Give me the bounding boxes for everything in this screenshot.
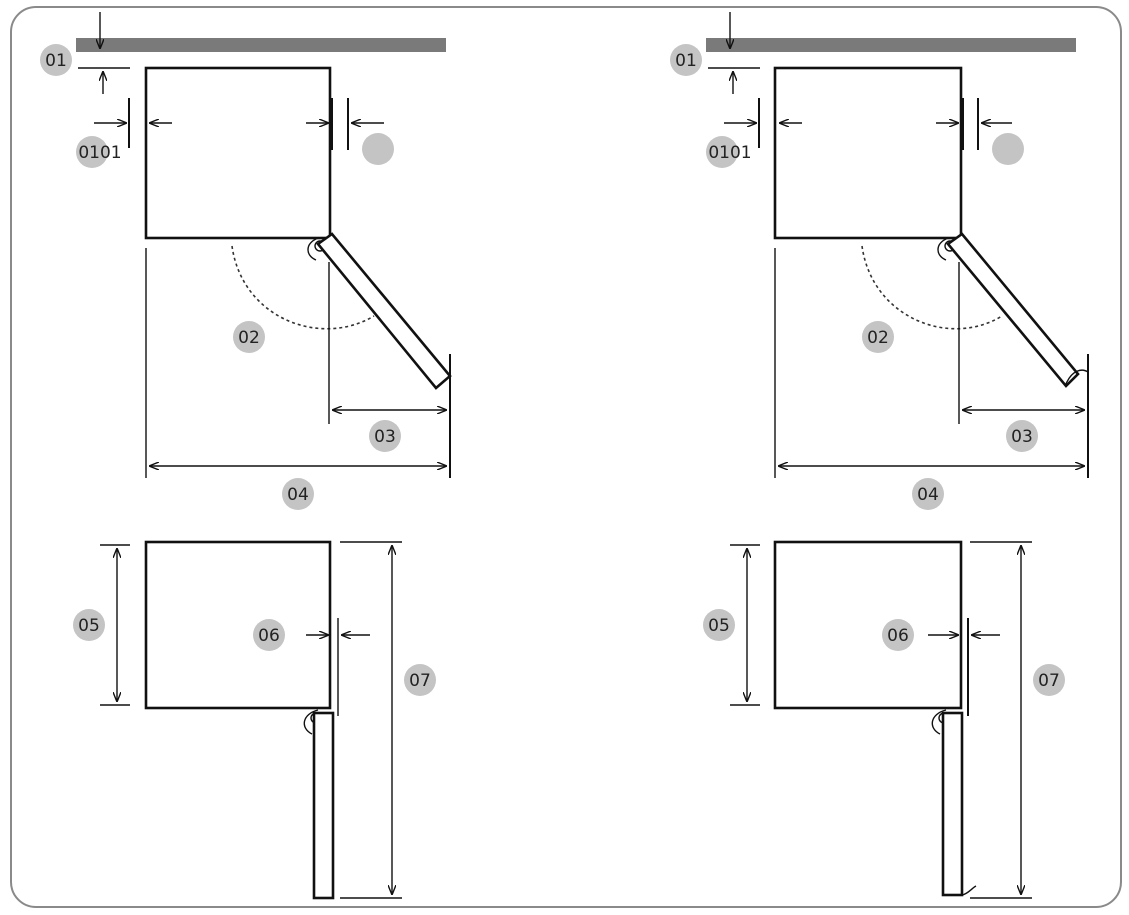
label-wall-gap: 01 — [675, 51, 697, 71]
wall-bar — [76, 38, 446, 52]
badge-side-gap-right — [362, 133, 394, 165]
label-door-angle: 02 — [867, 328, 889, 348]
label-door-swing: 03 — [374, 427, 396, 447]
label-total-depth: 07 — [409, 671, 431, 691]
right-installation-view: 01 0101 02 03 04 — [670, 12, 1089, 899]
label-door-angle: 02 — [238, 328, 260, 348]
badge-wall-gap — [670, 44, 702, 76]
fridge-door-open — [946, 232, 1080, 388]
badge-side-gap — [76, 136, 108, 168]
badge-side-gap-right — [992, 133, 1024, 165]
badge-total-width — [282, 478, 314, 510]
fridge-door-open — [316, 232, 452, 390]
badge-door-gap — [253, 619, 285, 651]
label-wall-gap: 01 — [45, 51, 67, 71]
badge-door-swing — [1006, 420, 1038, 452]
badge-side-gap — [706, 136, 738, 168]
door-angle-arc — [231, 245, 375, 330]
label-total-depth: 07 — [1038, 671, 1060, 691]
door-handle-icon — [1065, 369, 1089, 385]
label-door-swing: 03 — [1011, 427, 1033, 447]
hinge-icon — [937, 237, 949, 261]
label-depth: 05 — [708, 616, 730, 636]
left-installation-view: 01 0101 02 03 04 — [40, 12, 452, 900]
badge-door-gap — [882, 619, 914, 651]
label-door-gap: 06 — [258, 626, 280, 646]
fridge-body-top — [144, 66, 332, 240]
badge-door-swing — [369, 420, 401, 452]
label-side-gap: 0101 — [708, 143, 751, 163]
label-total-width: 04 — [287, 485, 309, 505]
badge-door-angle — [233, 321, 265, 353]
fridge-body-top — [773, 66, 963, 240]
fridge-door-side — [312, 711, 335, 900]
badge-total-width — [912, 478, 944, 510]
badge-door-angle — [862, 321, 894, 353]
badge-depth — [73, 609, 105, 641]
door-handle-icon-side — [943, 885, 977, 896]
door-angle-arc — [861, 245, 1003, 330]
hinge-icon-side — [931, 709, 947, 735]
fridge-door-side — [941, 711, 964, 897]
fridge-body-side — [773, 540, 963, 710]
hinge-icon-side — [303, 709, 319, 735]
wall-bar — [706, 38, 1076, 52]
label-depth: 05 — [78, 616, 100, 636]
fridge-body-side — [144, 540, 332, 710]
badge-depth — [703, 609, 735, 641]
badge-total-depth — [1033, 664, 1065, 696]
label-door-gap: 06 — [887, 626, 909, 646]
hinge-icon — [307, 237, 319, 261]
label-side-gap: 0101 — [78, 143, 121, 163]
badge-wall-gap — [40, 44, 72, 76]
label-total-width: 04 — [917, 485, 939, 505]
badge-total-depth — [404, 664, 436, 696]
